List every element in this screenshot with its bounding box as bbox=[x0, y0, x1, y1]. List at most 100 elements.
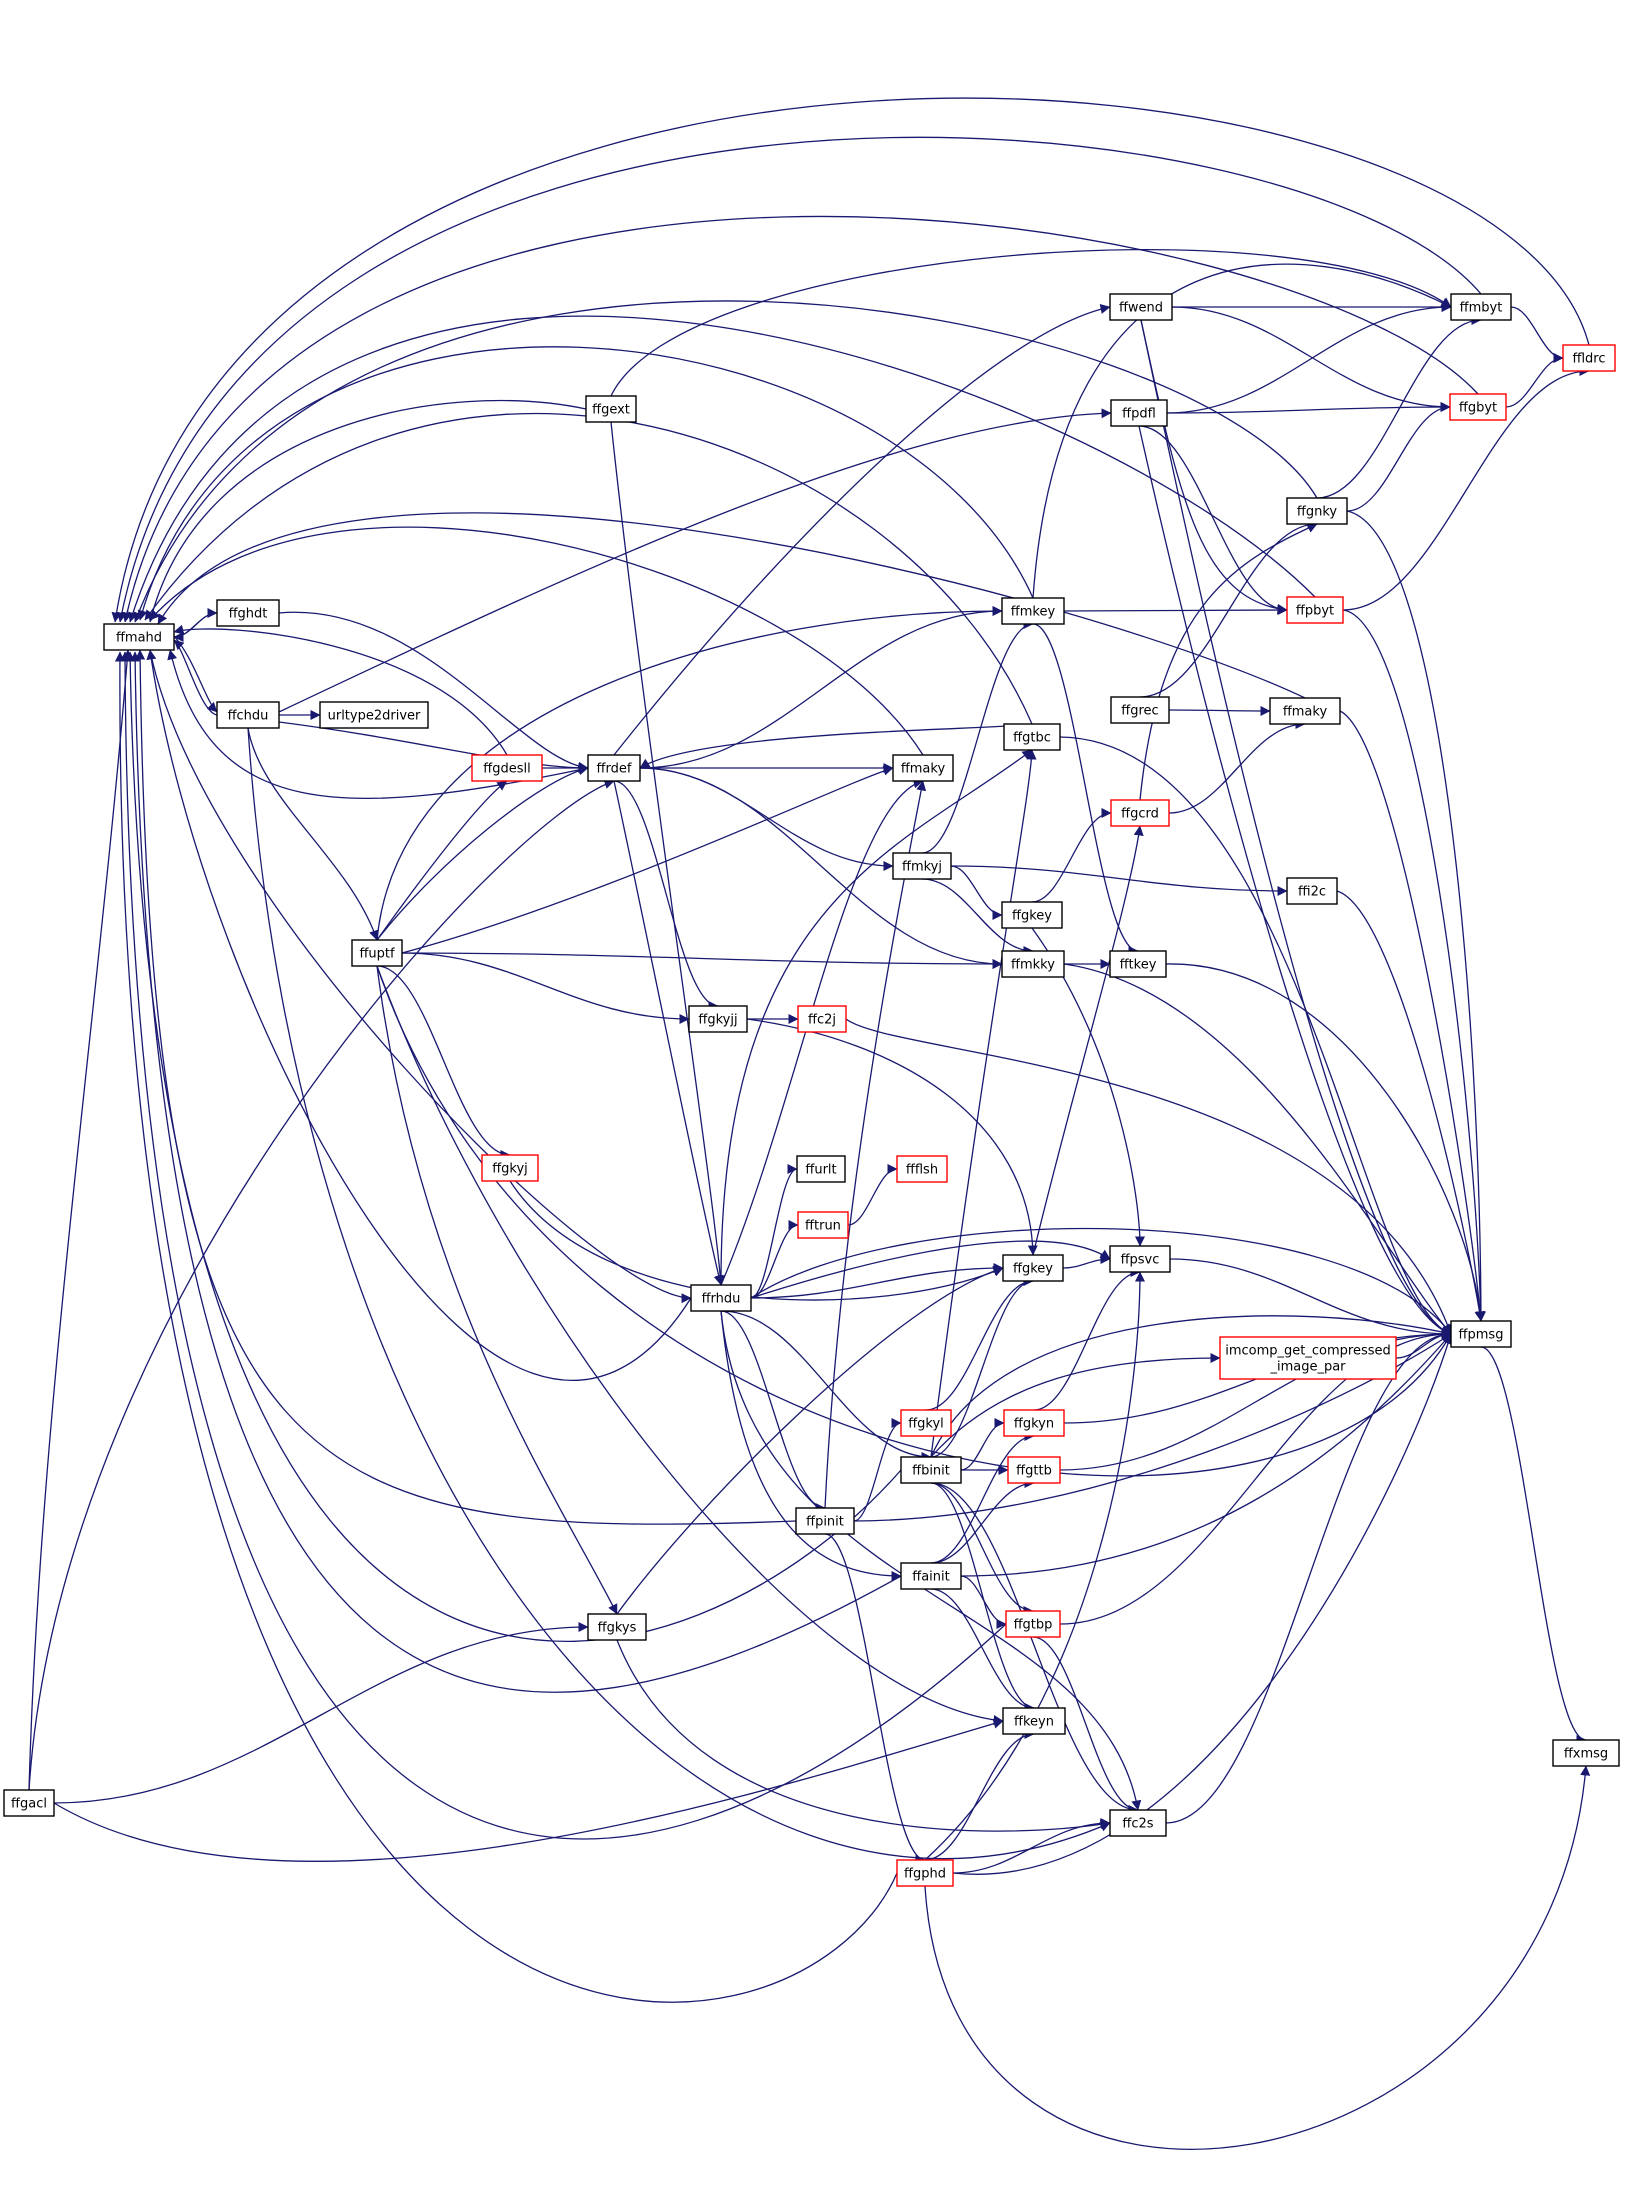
node-ffmkky[interactable]: ffmkky bbox=[1001, 950, 1065, 978]
edge-ffgacl-to-ffmahd bbox=[28, 649, 133, 1791]
node-ffgkyj[interactable]: ffgkyj bbox=[481, 1154, 539, 1182]
edge-ffainit-to-ffkeyn bbox=[930, 1588, 1035, 1713]
edge-path bbox=[930, 1482, 1035, 1713]
edge-path bbox=[376, 765, 589, 941]
node-box bbox=[1109, 950, 1167, 978]
node-label: ffgbyt bbox=[1459, 401, 1497, 416]
node-ffmaky_right[interactable]: ffmaky bbox=[1269, 697, 1341, 725]
edge-ffmaky_right-to-ffmahd bbox=[157, 512, 1306, 699]
node-ffmbyt[interactable]: ffmbyt bbox=[1450, 293, 1512, 321]
node-ffgttb[interactable]: ffgttb bbox=[1007, 1456, 1061, 1484]
edge-ffgext-to-ffmahd bbox=[147, 399, 587, 623]
edge-ffainit-to-ffgkyn bbox=[930, 1431, 1035, 1564]
edge-ffmkky-to-ffpmsg bbox=[1063, 963, 1452, 1335]
edge-path bbox=[1063, 605, 1288, 616]
edge-path bbox=[613, 780, 719, 1011]
node-fftkey[interactable]: fftkey bbox=[1109, 950, 1167, 978]
node-box bbox=[1450, 293, 1512, 321]
node-ffrhdu[interactable]: ffrhdu bbox=[690, 1284, 752, 1312]
node-ffmkyj[interactable]: ffmkyj bbox=[892, 852, 952, 880]
node-ffgbyt[interactable]: ffgbyt bbox=[1449, 393, 1507, 421]
node-ffpbyt[interactable]: ffpbyt bbox=[1286, 596, 1344, 624]
node-ffurlt[interactable]: ffurlt bbox=[796, 1155, 846, 1183]
node-ffainit[interactable]: ffainit bbox=[900, 1562, 962, 1590]
edge-ffpinit-to-ffgphd bbox=[824, 1533, 926, 1865]
edge-ffrdef-to-ffmkey bbox=[639, 606, 1003, 769]
node-ffldrc[interactable]: ffldrc bbox=[1562, 344, 1616, 372]
edge-path bbox=[147, 399, 587, 623]
edge-path bbox=[921, 878, 1034, 956]
node-ffgkey_mid[interactable]: ffgkey bbox=[1002, 1254, 1064, 1282]
node-ffgtbp[interactable]: ffgtbp bbox=[1005, 1610, 1061, 1638]
node-label: fftkey bbox=[1120, 958, 1157, 973]
node-ffgkey_top[interactable]: ffgkey bbox=[1001, 901, 1063, 929]
node-box bbox=[1109, 1809, 1167, 1837]
node-ffghdt[interactable]: ffghdt bbox=[216, 599, 280, 627]
node-ffflsh[interactable]: ffflsh bbox=[896, 1155, 948, 1183]
node-ffpinit[interactable]: ffpinit bbox=[795, 1507, 855, 1535]
node-ffchdu[interactable]: ffchdu bbox=[216, 701, 280, 729]
edge-ffmkey-to-fftkey bbox=[1032, 623, 1139, 956]
node-label: ffgrec bbox=[1121, 704, 1158, 719]
node-label: ffghdt bbox=[229, 607, 268, 622]
node-ffgkyl[interactable]: ffgkyl bbox=[900, 1409, 952, 1437]
edge-path bbox=[610, 248, 1452, 397]
node-ffgacl[interactable]: ffgacl bbox=[3, 1789, 55, 1817]
node-ffgtbc[interactable]: ffgtbc bbox=[1003, 723, 1061, 751]
node-label: ffgtbc bbox=[1013, 731, 1051, 746]
edge-path bbox=[1339, 710, 1486, 1322]
node-ffgnky[interactable]: ffgnky bbox=[1286, 497, 1348, 525]
node-ffbinit[interactable]: ffbinit bbox=[900, 1456, 962, 1484]
edge-ffgphd-to-ffkeyn bbox=[924, 1729, 1035, 1861]
node-ffkeyn[interactable]: ffkeyn bbox=[1002, 1707, 1066, 1735]
edge-path bbox=[720, 1310, 932, 1462]
node-ffmahd[interactable]: ffmahd bbox=[103, 623, 175, 651]
edge-ffrhdu-to-ffgtbc bbox=[720, 749, 1033, 1286]
node-imcomp[interactable]: imcomp_get_compressed_image_par bbox=[1219, 1336, 1397, 1380]
edge-ffgtbp-to-ffmahd bbox=[120, 651, 1007, 1840]
edge-ffmbyt-to-ffmahd bbox=[116, 136, 1482, 623]
node-ffgkyn[interactable]: ffgkyn bbox=[1003, 1409, 1065, 1437]
node-ffgkyjj[interactable]: ffgkyjj bbox=[688, 1005, 748, 1033]
node-ffgphd[interactable]: ffgphd bbox=[896, 1859, 954, 1887]
edge-path bbox=[924, 1729, 1035, 1861]
node-label: ffgkyj bbox=[492, 1162, 528, 1177]
node-ffpsvc[interactable]: ffpsvc bbox=[1109, 1245, 1171, 1273]
node-ffgkys[interactable]: ffgkys bbox=[587, 1613, 647, 1641]
node-urltype2driver[interactable]: urltype2driver bbox=[319, 701, 429, 729]
node-ffpdfl[interactable]: ffpdfl bbox=[1110, 399, 1168, 427]
edge-path bbox=[1510, 306, 1564, 363]
node-box bbox=[1450, 1320, 1512, 1348]
edge-ffgkyn-to-ffpsvc bbox=[1033, 1267, 1141, 1411]
edge-path bbox=[144, 412, 1033, 725]
edge-path bbox=[1032, 263, 1452, 599]
edge-path bbox=[120, 651, 1007, 1840]
node-label: ffbinit bbox=[912, 1464, 950, 1479]
node-ffc2s[interactable]: ffc2s bbox=[1109, 1809, 1167, 1837]
node-ffgcrd[interactable]: ffgcrd bbox=[1110, 799, 1170, 827]
node-ffgdesll[interactable]: ffgdesll bbox=[471, 754, 543, 782]
node-ffmkey[interactable]: ffmkey bbox=[1001, 597, 1065, 625]
node-ffi2c[interactable]: ffi2c bbox=[1286, 877, 1338, 905]
node-ffpmsg[interactable]: ffpmsg bbox=[1450, 1320, 1512, 1348]
edge-ffchdu-to-ffrdef bbox=[278, 721, 589, 773]
node-label: ffc2j bbox=[808, 1013, 836, 1028]
node-label: ffgkyn bbox=[1014, 1417, 1054, 1432]
edge-path bbox=[53, 1718, 1004, 1862]
node-fftrun[interactable]: fftrun bbox=[797, 1211, 849, 1239]
edge-ffuptf-to-ffgdesll bbox=[376, 780, 508, 941]
edge-path bbox=[930, 1353, 1221, 1458]
edge-ffgcrd-to-ffmaky_right bbox=[1168, 719, 1306, 814]
node-ffwend[interactable]: ffwend bbox=[1109, 293, 1173, 321]
node-ffc2j[interactable]: ffc2j bbox=[797, 1005, 847, 1033]
node-ffgext[interactable]: ffgext bbox=[585, 395, 637, 423]
edge-ffgtbc-to-ffpmsg bbox=[1059, 736, 1452, 1336]
node-ffuptf[interactable]: ffuptf bbox=[351, 939, 403, 967]
node-ffxmsg[interactable]: ffxmsg bbox=[1552, 1739, 1620, 1767]
node-ffgrec[interactable]: ffgrec bbox=[1110, 696, 1170, 724]
node-box bbox=[1269, 697, 1341, 725]
edge-path bbox=[960, 1333, 1452, 1577]
node-ffrdef[interactable]: ffrdef bbox=[587, 754, 641, 782]
edge-ffainit-to-ffgtbp bbox=[960, 1575, 1007, 1629]
node-ffmaky_mid[interactable]: ffmaky bbox=[892, 754, 954, 782]
